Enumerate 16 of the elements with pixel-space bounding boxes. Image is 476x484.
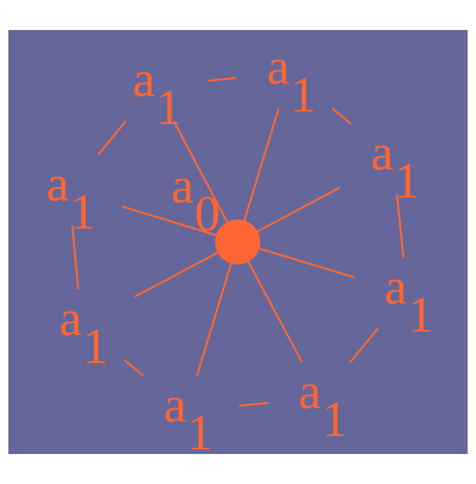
connector — [196, 262, 232, 376]
connector — [122, 206, 218, 237]
connector — [243, 108, 280, 222]
connector — [124, 360, 144, 376]
connector — [256, 186, 340, 233]
connector — [134, 251, 220, 298]
connector — [332, 108, 352, 124]
connector — [239, 402, 268, 407]
connector — [97, 120, 127, 156]
connector — [71, 226, 80, 290]
connector — [208, 77, 236, 82]
connector — [258, 247, 354, 278]
connector — [396, 194, 404, 258]
connector — [247, 260, 303, 363]
connector — [172, 120, 228, 224]
connector — [349, 328, 379, 363]
